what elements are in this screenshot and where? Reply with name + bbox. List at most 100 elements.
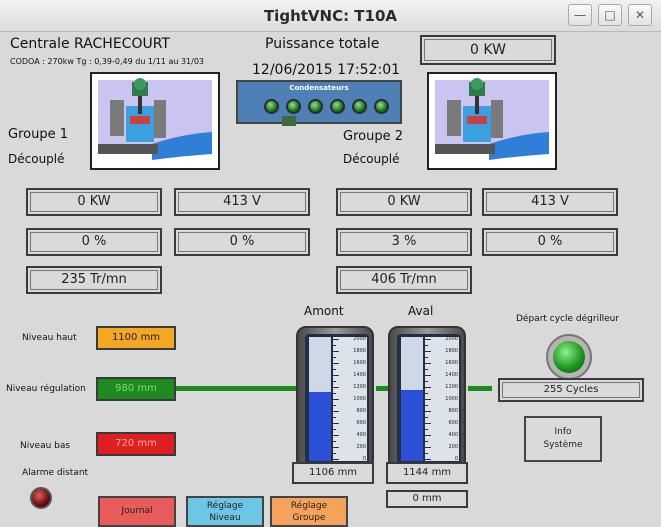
scale-minor-tick [425, 417, 428, 418]
reglage-niveau-button[interactable]: Réglage Niveau [186, 496, 264, 527]
scale-tick-label: 200 [356, 444, 366, 450]
niveau-regulation-label: Niveau régulation [6, 384, 86, 394]
scale-minor-tick [333, 453, 336, 454]
scale-tick [425, 447, 431, 448]
condenser-led-icon [308, 99, 323, 114]
niveau-haut-value: 1100 mm [96, 326, 176, 350]
scale-tick-label: 1800 [353, 348, 366, 354]
condensers-label: Condensateurs [289, 84, 349, 92]
alarm-led-icon [30, 487, 52, 509]
aval-label: Aval [408, 304, 434, 318]
amont-fill [309, 392, 331, 461]
groupe-2-state: Découplé [343, 152, 400, 166]
scale-minor-tick [333, 441, 336, 442]
total-power-label: Puissance totale [265, 36, 380, 52]
scale-minor-tick [425, 453, 428, 454]
amont-label: Amont [304, 304, 344, 318]
scale-minor-tick [333, 369, 336, 370]
scale-tick-label: 1400 [445, 372, 458, 378]
scale-tick-label: 600 [356, 420, 366, 426]
scale-tick [425, 339, 431, 340]
groupe-1-pct-a: 0 % [26, 228, 162, 256]
scale-tick-label: 200 [448, 444, 458, 450]
station-info: CODOA : 270kw Tg : 0,39-0,49 du 1/11 au … [10, 57, 205, 66]
groupe-1-speed: 235 Tr/mn [26, 266, 162, 294]
scale-tick [425, 399, 431, 400]
window-titlebar: TightVNC: T10A — □ ✕ [0, 0, 661, 32]
journal-button[interactable]: Journal [98, 496, 176, 527]
scale-minor-tick [425, 381, 428, 382]
minimize-icon[interactable]: — [568, 4, 592, 26]
maximize-icon[interactable]: □ [598, 4, 622, 26]
niveau-bas-label: Niveau bas [20, 441, 71, 451]
scale-minor-tick [333, 393, 336, 394]
scale-tick [425, 459, 431, 460]
scale-tick [333, 447, 339, 448]
reglage-groupe-line2: Groupe [292, 513, 326, 523]
scale-tick-label: 1600 [353, 360, 366, 366]
reglage-groupe-line1: Réglage [290, 501, 328, 511]
scale-tick-label: 600 [448, 420, 458, 426]
aval-value: 1144 mm [386, 462, 468, 484]
scale-tick-label: 1000 [353, 396, 366, 402]
niveau-haut-label: Niveau haut [22, 333, 77, 343]
niveau-bas-value: 720 mm [96, 432, 176, 456]
turbine-icon [92, 74, 218, 168]
total-power-value: 0 KW [420, 35, 556, 65]
scale-tick-label: 1800 [445, 348, 458, 354]
scale-minor-tick [425, 345, 428, 346]
scale-tick-label: 1400 [353, 372, 366, 378]
green-led-icon [553, 341, 585, 373]
scale-tick [333, 423, 339, 424]
amont-tube [309, 337, 331, 461]
scale-tick [333, 387, 339, 388]
scale-tick [425, 387, 431, 388]
scale-tick [425, 351, 431, 352]
scale-tick [333, 435, 339, 436]
condenser-led-icon [286, 99, 301, 114]
reglage-groupe-button[interactable]: Réglage Groupe [270, 496, 348, 527]
scale-tick [425, 435, 431, 436]
turbine-icon [429, 74, 555, 168]
close-icon[interactable]: ✕ [628, 4, 652, 26]
groupe-2-voltage: 413 V [482, 188, 618, 216]
scale-minor-tick [333, 357, 336, 358]
scale-tick-label: 0 [362, 456, 366, 462]
scale-tick-label: 1000 [445, 396, 458, 402]
scale-minor-tick [333, 345, 336, 346]
scale-tick [333, 375, 339, 376]
scale-tick [425, 375, 431, 376]
degrilleur-label: Départ cycle dégrilleur [516, 314, 620, 324]
condenser-led-icon [374, 99, 389, 114]
scale-minor-tick [425, 441, 428, 442]
info-systeme-button[interactable]: Info Système [524, 416, 602, 462]
condenser-switch-icon [282, 116, 296, 126]
scale-tick [425, 363, 431, 364]
scale-tick-label: 1200 [445, 384, 458, 390]
reglage-niveau-line1: Réglage [206, 501, 244, 511]
window-title: TightVNC: T10A [263, 7, 398, 25]
scale-tick-label: 2000 [353, 336, 366, 342]
scale-minor-tick [425, 393, 428, 394]
scale-tick [333, 339, 339, 340]
niveau-regulation-value: 980 mm [96, 377, 176, 401]
scale-tick [333, 363, 339, 364]
turbine-1-diagram [90, 72, 220, 170]
scale-tick-label: 800 [356, 408, 366, 414]
scale-minor-tick [425, 405, 428, 406]
scale-minor-tick [333, 429, 336, 430]
level-line [468, 386, 492, 391]
alarme-distant-label: Alarme distant [22, 468, 89, 478]
groupe-2-pct-a: 3 % [336, 228, 472, 256]
degrilleur-start-button[interactable] [546, 334, 592, 380]
scale-tick-label: 400 [356, 432, 366, 438]
scale-tick [333, 351, 339, 352]
info-label: Info [554, 427, 572, 437]
scale-minor-tick [425, 429, 428, 430]
amont-value: 1106 mm [292, 462, 374, 484]
scale-minor-tick [333, 405, 336, 406]
scale-tick [333, 459, 339, 460]
aval-extra-value: 0 mm [386, 490, 468, 508]
